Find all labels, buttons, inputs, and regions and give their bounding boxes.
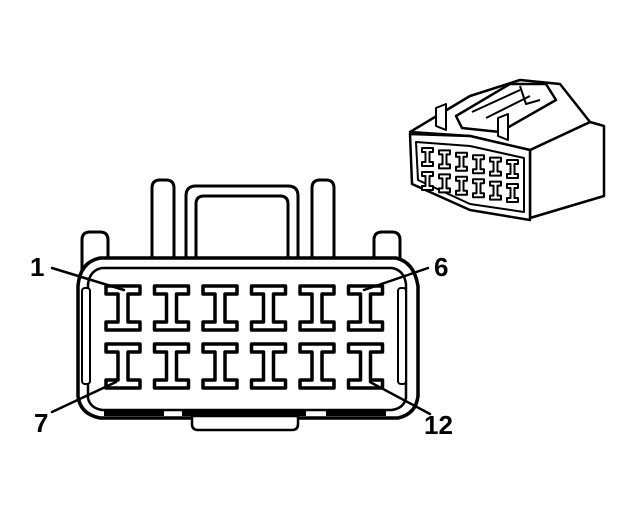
cavity-4 (249, 284, 288, 332)
iso-front-inner (415, 141, 525, 213)
iso-cavity-5 (489, 156, 502, 177)
cavity-10 (249, 342, 288, 390)
iso-cavity-10 (472, 178, 485, 199)
iso-cavity-6 (506, 159, 519, 179)
iso-top-latch-ridge (471, 85, 541, 119)
iso-cavity-12 (506, 183, 519, 203)
pin-label-7: 7 (34, 408, 48, 438)
right-tall-post (310, 178, 336, 264)
cavity-6 (346, 284, 385, 332)
cavity-3 (201, 284, 239, 332)
iso-cavity-7 (421, 171, 434, 191)
left-tall-post (150, 178, 176, 264)
bottom-key-right (326, 410, 386, 416)
pin-label-12: 12 (424, 410, 453, 440)
iso-cavity-9 (455, 175, 468, 196)
cavity-11 (298, 342, 336, 390)
left-rail (81, 287, 91, 385)
terminal-cavities (104, 284, 385, 390)
cavity-1 (104, 284, 142, 332)
leader-line-pin-6 (362, 266, 430, 292)
housing-outer (76, 256, 420, 420)
cavity-9 (201, 342, 239, 390)
iso-cavity-11 (489, 180, 502, 201)
cavity-5 (298, 284, 336, 332)
cavity-2 (152, 284, 191, 332)
bottom-key-center-tab (190, 414, 300, 432)
pin-label-6: 6 (434, 252, 448, 282)
bottom-key-center (182, 410, 306, 416)
right-rail (397, 287, 407, 385)
connector-face-view: 1 6 7 12 (30, 178, 453, 440)
iso-cavity-2 (438, 149, 451, 170)
iso-cavity-3 (455, 151, 468, 172)
iso-post-right (497, 113, 509, 141)
iso-terminal-cavities (421, 147, 519, 203)
leader-line-pin-7 (50, 380, 118, 414)
pin-label-1: 1 (30, 252, 44, 282)
iso-cavity-8 (438, 173, 451, 194)
leader-line-pin-1 (50, 266, 126, 292)
leader-line-pin-12 (368, 380, 432, 416)
iso-post-left (435, 103, 447, 131)
iso-cavity-4 (472, 154, 485, 175)
iso-cavity-1 (421, 147, 434, 167)
connector-isometric-view (408, 78, 606, 222)
locking-tab-inner (194, 194, 290, 264)
bottom-key-left (104, 410, 164, 416)
cavity-8 (152, 342, 191, 390)
cavity-7 (104, 342, 142, 390)
